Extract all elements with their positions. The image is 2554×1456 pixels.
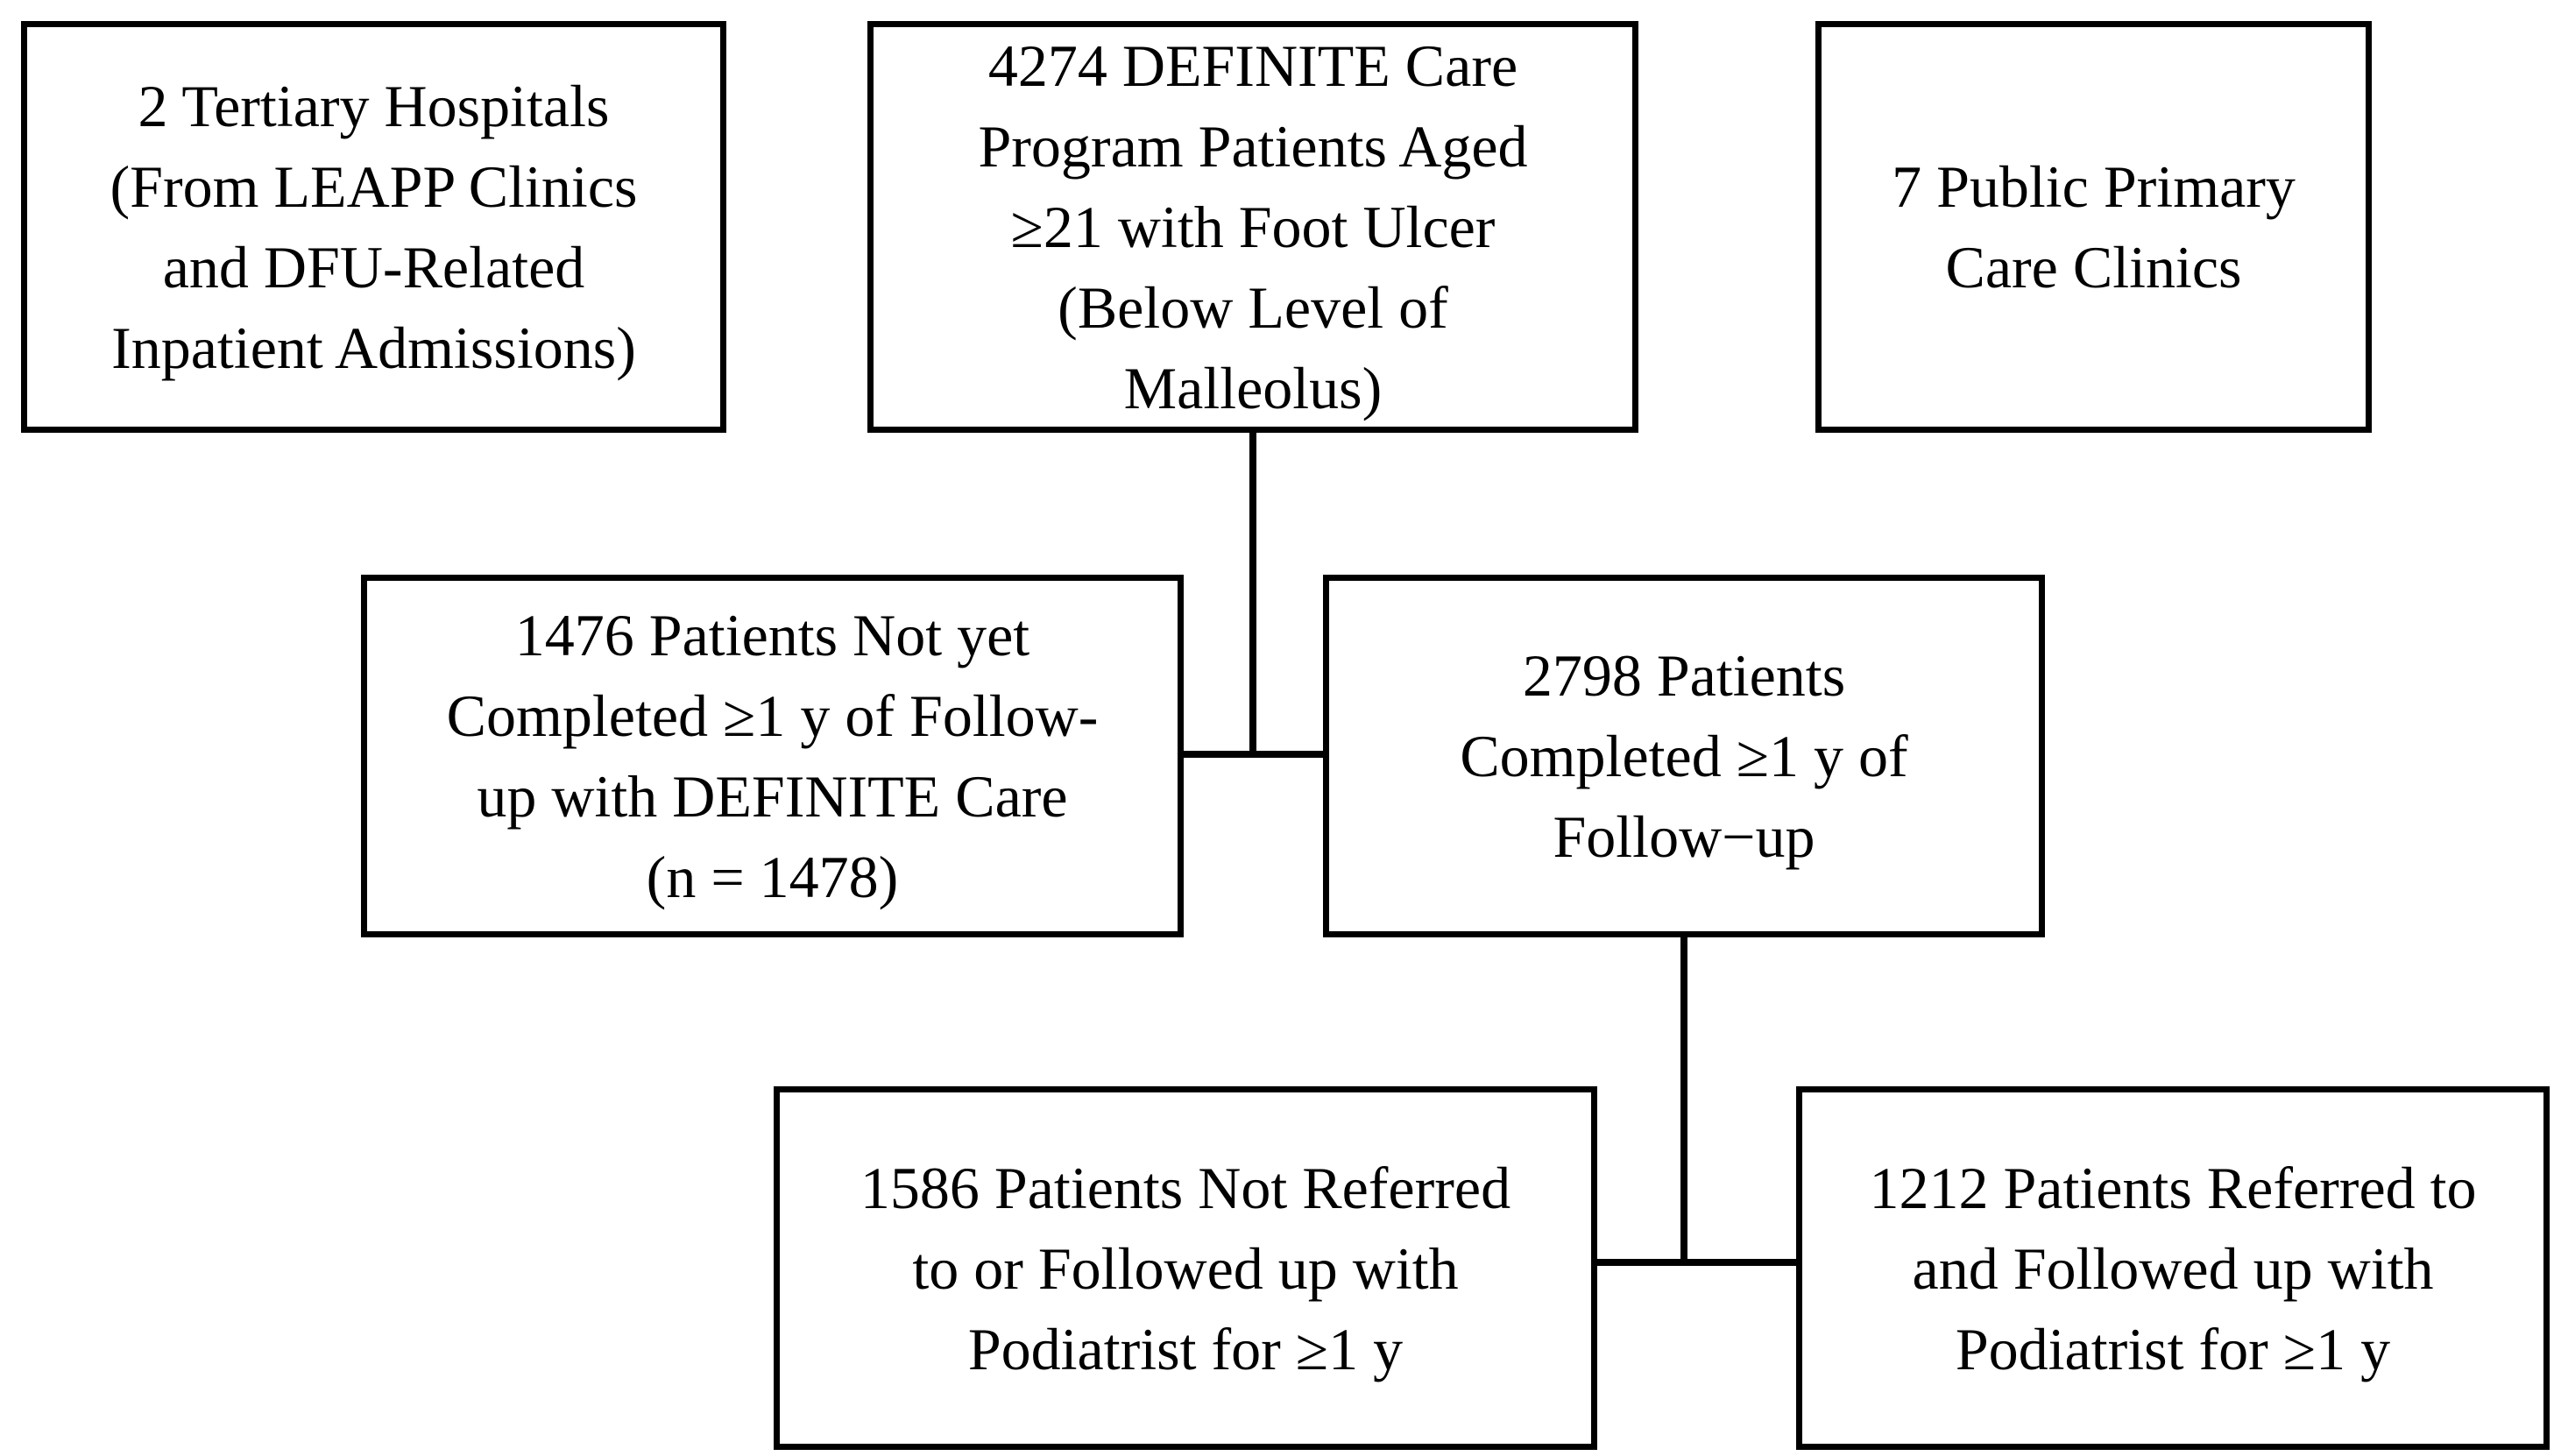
- connector-middle-horizontal: [1180, 751, 1327, 758]
- not-referred-podiatrist-text: 1586 Patients Not Referred to or Followe…: [860, 1154, 1511, 1382]
- not-completed-followup-box: 1476 Patients Not yet Completed ≥1 y of …: [361, 575, 1184, 937]
- connector-lower-vertical: [1680, 937, 1687, 1262]
- connector-bottom-horizontal: [1593, 1259, 1799, 1266]
- definite-care-patients-text: 4274 DEFINITE Care Program Patients Aged…: [978, 32, 1528, 421]
- primary-care-clinics-box: 7 Public Primary Care Clinics: [1815, 21, 2372, 433]
- not-referred-podiatrist-box: 1586 Patients Not Referred to or Followe…: [774, 1086, 1597, 1450]
- connector-top-vertical: [1249, 429, 1256, 754]
- completed-followup-box: 2798 Patients Completed ≥1 y of Follow−u…: [1323, 575, 2045, 937]
- primary-care-clinics-text: 7 Public Primary Care Clinics: [1892, 153, 2296, 300]
- tertiary-hospitals-text: 2 Tertiary Hospitals (From LEAPP Clinics…: [110, 73, 638, 381]
- not-completed-followup-text: 1476 Patients Not yet Completed ≥1 y of …: [446, 602, 1099, 910]
- referred-podiatrist-text: 1212 Patients Referred to and Followed u…: [1869, 1154, 2477, 1382]
- completed-followup-text: 2798 Patients Completed ≥1 y of Follow−u…: [1460, 642, 1908, 870]
- referred-podiatrist-box: 1212 Patients Referred to and Followed u…: [1796, 1086, 2550, 1450]
- definite-care-patients-box: 4274 DEFINITE Care Program Patients Aged…: [867, 21, 1638, 433]
- tertiary-hospitals-box: 2 Tertiary Hospitals (From LEAPP Clinics…: [21, 21, 726, 433]
